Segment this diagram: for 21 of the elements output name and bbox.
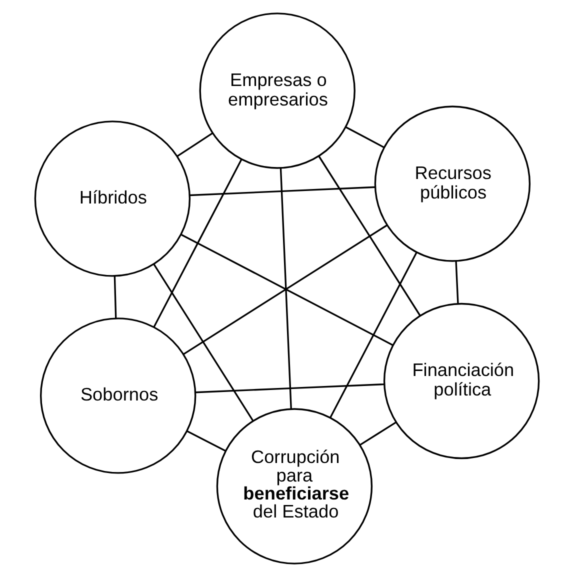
node-circle: Sobornos	[40, 318, 196, 474]
connector	[455, 261, 459, 304]
connector	[177, 132, 214, 157]
connector	[195, 383, 384, 394]
node-circle: Empresas o empresarios	[199, 12, 356, 169]
connector	[153, 158, 242, 328]
node-circle: Corrupción para beneficiarse del Estado	[216, 408, 373, 564]
connector	[318, 156, 421, 316]
connector	[280, 168, 292, 410]
node-circle: Recursos públicos	[374, 106, 531, 262]
connector	[181, 234, 394, 346]
connector	[360, 421, 397, 446]
connector	[186, 430, 226, 452]
node-circle: Financiación política	[383, 302, 540, 460]
connector	[114, 276, 117, 318]
connector	[190, 186, 376, 196]
node-circle: Híbridos	[34, 120, 191, 277]
connector	[153, 264, 254, 422]
connector	[346, 126, 384, 148]
connector	[182, 224, 388, 356]
connector	[330, 252, 418, 418]
